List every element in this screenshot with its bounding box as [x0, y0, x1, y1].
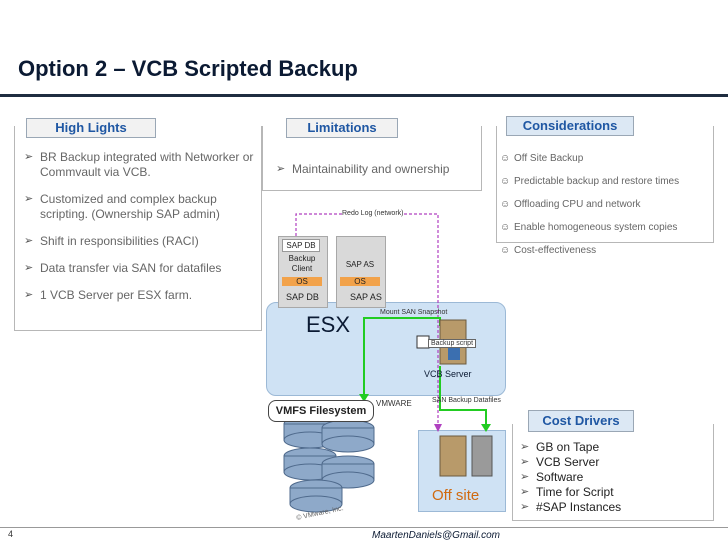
list-item: ☺Predictable backup and restore times — [500, 176, 680, 187]
smiley-icon: ☺ — [500, 245, 511, 256]
considerations-panel — [496, 126, 714, 243]
list-item: ➢GB on Tape — [520, 440, 600, 454]
arrow-bullet-icon: ➢ — [24, 235, 34, 247]
vm1-os-label: OS — [282, 277, 322, 286]
san-backup-label: SAN Backup Datafiles — [432, 397, 501, 404]
vm2-sap-as-label: SAP AS — [345, 260, 375, 269]
smiley-icon: ☺ — [500, 176, 511, 187]
esx-label: ESX — [306, 312, 351, 337]
list-item: ➢Maintainability and ownership — [276, 162, 450, 176]
list-item: ➢Customized and complex backup scripting… — [24, 192, 220, 221]
cost-drivers-panel — [512, 424, 714, 521]
vm1-sap-db-label: SAP DB — [282, 239, 320, 252]
vm1-backup-client-label: Backup Client — [288, 254, 316, 273]
smiley-icon: ☺ — [500, 153, 511, 164]
vcb-database-icon — [448, 346, 460, 360]
vmfs-storage-icon — [283, 415, 375, 513]
page-title: Option 2 – VCB Scripted Backup — [18, 56, 358, 81]
list-item: ➢VCB Server — [520, 455, 600, 469]
highlights-list: ➢BR Backup integrated with Networker or … — [24, 150, 256, 315]
vm2-os-label: OS — [340, 277, 380, 286]
list-item: ➢1 VCB Server per ESX farm. — [24, 288, 193, 302]
smiley-icon: ☺ — [500, 199, 511, 210]
vcb-server-label: VCB Server — [424, 369, 472, 379]
list-item: ☺Cost-effectiveness — [500, 245, 597, 256]
offsite-server-icon — [439, 435, 467, 477]
arrow-bullet-icon: ➢ — [520, 501, 530, 513]
arrow-bullet-icon: ➢ — [520, 441, 530, 453]
mount-snapshot-label: Mount SAN Snapshot — [380, 309, 448, 316]
redo-log-label: Redo Log (network) — [342, 210, 404, 217]
offsite-tape-icon — [471, 435, 493, 477]
vm-sap-as — [336, 236, 386, 308]
arrow-bullet-icon: ➢ — [520, 471, 530, 483]
list-item: ➢Data transfer via SAN for datafiles — [24, 261, 222, 275]
cost-drivers-heading: Cost Drivers — [528, 410, 634, 432]
list-item: ☺Off Site Backup — [500, 153, 584, 164]
footer-divider — [0, 527, 728, 528]
limitations-heading: Limitations — [286, 118, 398, 138]
list-item: ➢BR Backup integrated with Networker or … — [24, 150, 254, 179]
disk-icon — [321, 435, 375, 453]
vm1-caption: SAP DB — [286, 292, 319, 302]
redo-log-path — [295, 213, 439, 430]
vmfs-filesystem-label: VMFS Filesystem — [268, 400, 374, 422]
vm2-caption: SAP AS — [350, 292, 382, 302]
mount-snapshot-path — [363, 317, 441, 326]
arrow-bullet-icon: ➢ — [24, 151, 34, 163]
mount-arrowhead — [359, 394, 369, 402]
list-item: ➢#SAP Instances — [520, 500, 622, 514]
arrow-bullet-icon: ➢ — [24, 289, 34, 301]
arrow-bullet-icon: ➢ — [24, 262, 34, 274]
vmware-label: VMWARE — [376, 399, 412, 408]
offsite-label: Off site — [432, 487, 480, 504]
title-divider — [0, 94, 728, 97]
list-item: ☺Enable homogeneous system copies — [500, 222, 678, 233]
disk-icon — [289, 495, 343, 513]
highlights-panel — [14, 126, 262, 331]
arrow-bullet-icon: ➢ — [520, 456, 530, 468]
considerations-list: ☺Off Site Backup ☺Predictable backup and… — [500, 151, 712, 266]
page-number: 4 — [8, 529, 14, 539]
list-item: ➢Time for Script — [520, 485, 614, 499]
limitations-list: ➢Maintainability and ownership — [276, 162, 476, 189]
cost-drivers-list: ➢GB on Tape ➢VCB Server ➢Software ➢Time … — [520, 440, 708, 515]
backup-script-label: Backup script — [428, 339, 477, 348]
list-item: ➢Software — [520, 470, 584, 484]
arrow-bullet-icon: ➢ — [520, 486, 530, 498]
highlights-heading: High Lights — [26, 118, 156, 138]
list-item: ➢Shift in responsibilities (RACI) — [24, 234, 199, 248]
san-backup-arrowhead — [481, 424, 491, 432]
considerations-heading: Considerations — [506, 116, 634, 136]
arrow-bullet-icon: ➢ — [276, 163, 286, 175]
redo-log-arrowhead — [434, 424, 442, 432]
san-backup-path — [439, 366, 487, 430]
list-item: ☺Offloading CPU and network — [500, 199, 641, 210]
footer-email: MaartenDaniels@Gmail.com — [372, 530, 500, 541]
arrow-bullet-icon: ➢ — [24, 193, 34, 205]
smiley-icon: ☺ — [500, 222, 511, 233]
